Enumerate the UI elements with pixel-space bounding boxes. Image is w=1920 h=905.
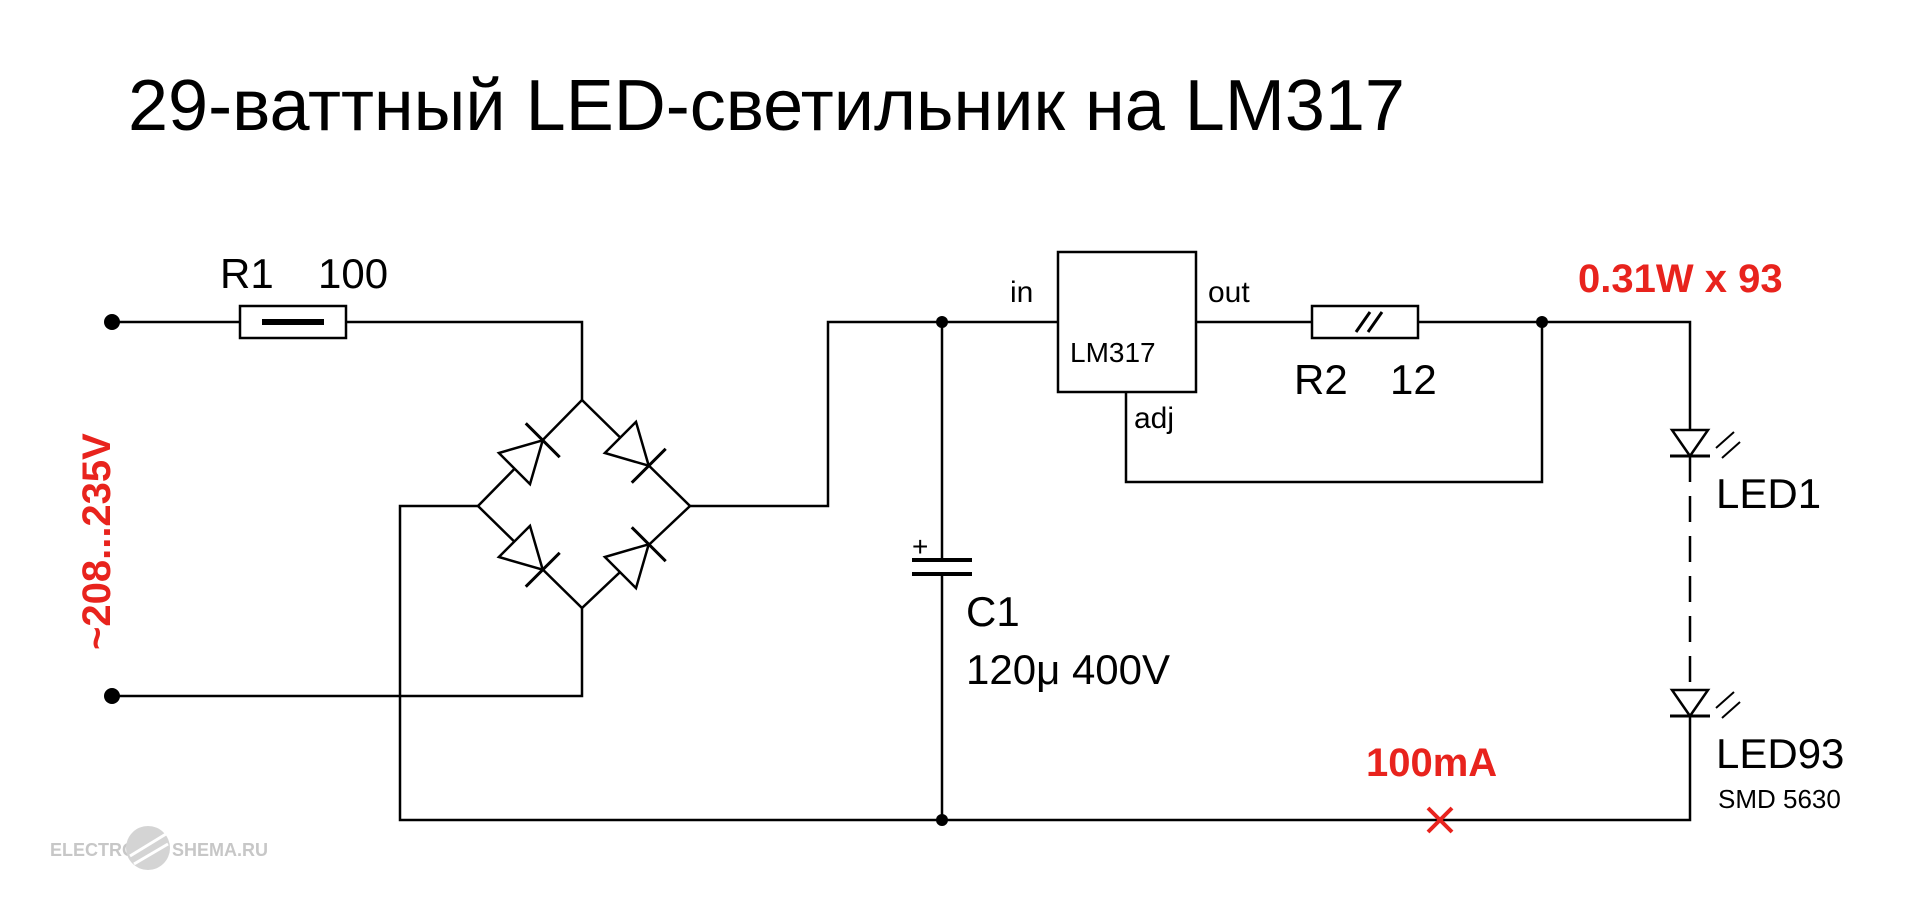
wire-input-bottom (112, 608, 584, 698)
wire-regulator-out (1196, 320, 1692, 440)
led-first (1669, 428, 1741, 459)
r2-value: 12 (1390, 356, 1437, 403)
regulator-lm317 (1056, 250, 1198, 394)
diagram-title: 29-ваттный LED-светильник на LM317 (128, 66, 1405, 146)
resistor-r2 (1310, 304, 1420, 340)
led-power-label: 0.31W x 93 (1578, 257, 1783, 301)
bridge-diode-top-left (496, 422, 561, 487)
watermark: ELECTRO SHEMA.RU (50, 826, 268, 870)
r1-value: 100 (318, 250, 388, 297)
regulator-pin-adj: adj (1134, 402, 1174, 435)
c1-plus-sign: + (912, 531, 928, 562)
current-label: 100mA (1366, 741, 1497, 785)
current-point-cross (1426, 806, 1454, 834)
bridge-outline (476, 398, 692, 610)
watermark-left: ELECTRO (50, 840, 136, 860)
input-voltage-label: ~208...235V (75, 433, 119, 650)
r2-name: R2 (1294, 356, 1348, 403)
bridge-diode-bottom-right (602, 526, 667, 591)
led-first-light-arrows (1715, 431, 1741, 459)
junction-r2-adj (1536, 316, 1548, 328)
c1-value: 120μ 400V (966, 646, 1170, 693)
bridge-diode-top-right (602, 419, 667, 484)
wire-bridge-minus (398, 504, 1692, 822)
watermark-logo-stripes (129, 832, 169, 866)
resistor-r1 (238, 304, 348, 340)
wire-input-top (112, 320, 584, 400)
led-last (1669, 688, 1741, 719)
watermark-right: SHEMA.RU (172, 840, 268, 860)
led-last-light-arrows (1715, 691, 1741, 719)
led-last-label: LED93 (1716, 730, 1844, 777)
regulator-pin-out: out (1208, 276, 1250, 309)
bridge-diode-bottom-left (496, 523, 561, 588)
capacitor-c1 (912, 558, 972, 576)
regulator-name: LM317 (1070, 337, 1156, 368)
regulator-pin-in: in (1010, 276, 1033, 309)
led-type-label: SMD 5630 (1718, 784, 1841, 814)
wire-bridge-plus (690, 320, 1058, 508)
wire-adj-loop (1124, 322, 1544, 484)
c1-name: C1 (966, 588, 1020, 635)
r1-name: R1 (220, 250, 274, 297)
led-first-label: LED1 (1716, 470, 1821, 517)
